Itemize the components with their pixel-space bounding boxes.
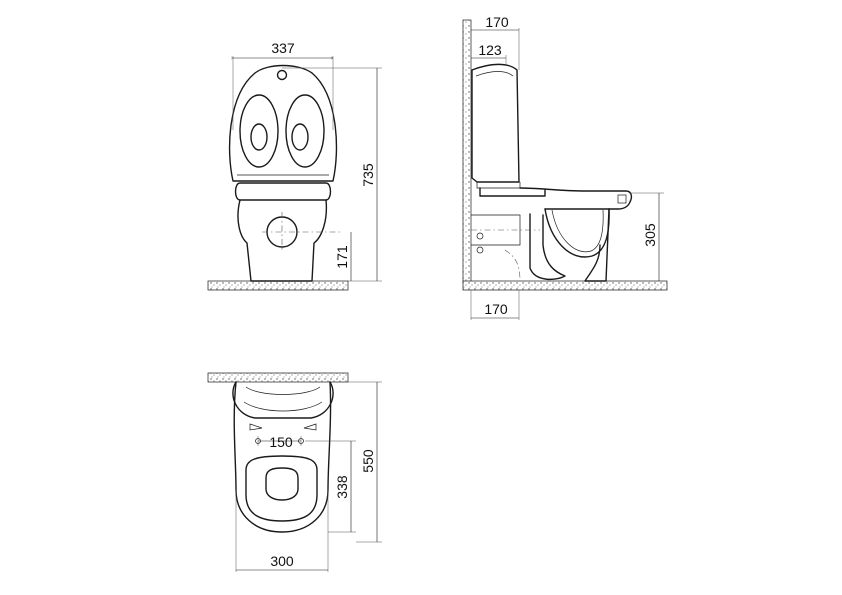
dim-front-width: 337 [271,40,295,56]
dim-side-tank-inner: 123 [478,42,502,58]
dim-top-width: 300 [270,553,294,569]
dim-top-seat-depth: 338 [334,475,350,499]
dim-top-total-depth: 550 [360,449,376,473]
front-seat [234,182,332,201]
front-tank [228,64,338,182]
front-tank-right-knob [291,123,309,151]
side-outlet [471,214,521,246]
front-floor [207,280,349,291]
side-floor [462,280,668,291]
front-tank-left-panel [239,94,279,168]
dim-side-bowl-height: 305 [642,223,658,247]
side-trap [529,213,566,281]
top-view: 150 338 550 300 [207,372,382,572]
side-tank [471,63,520,183]
top-bowl-hole [265,467,299,501]
flush-button-icon [276,69,288,81]
side-wall [462,19,472,284]
front-pedestal [237,199,328,282]
top-wall [207,372,349,383]
dim-top-bolt-spacing: 150 [269,434,293,450]
dim-side-outlet-offset: 170 [484,301,508,317]
side-bowl-rim [519,187,633,210]
front-tank-right-panel [285,94,325,168]
side-pedestal [584,208,610,282]
dim-side-tank-depth: 170 [485,14,509,30]
side-flush-pipe [479,187,546,197]
front-view: 337 735 171 [207,40,382,291]
dim-front-height: 735 [360,163,376,187]
top-bowl [233,381,332,533]
front-tank-left-knob [250,123,268,151]
dim-front-drain-height: 171 [334,245,350,269]
top-seat-opening [245,455,318,522]
side-view: 170 123 305 170 [462,14,668,320]
top-tank [232,381,334,419]
